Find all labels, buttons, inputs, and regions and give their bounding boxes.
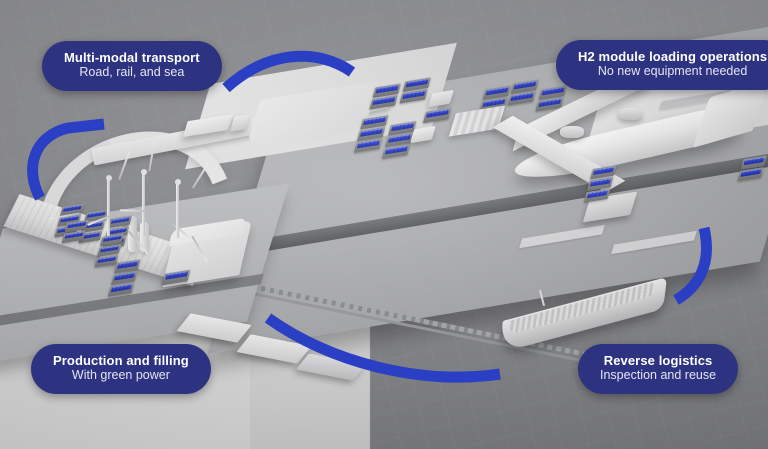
badge-reverse-logistics[interactable]: Reverse logistics Inspection and reuse (578, 344, 739, 394)
badge-subtitle: Road, rail, and sea (79, 65, 185, 80)
arrow-airport-to-ship (673, 226, 712, 305)
aircraft-engine (618, 108, 642, 120)
badge-title: H2 module loading operations (578, 49, 768, 64)
badge-title: Production and filling (53, 353, 189, 368)
wind-turbine (86, 141, 193, 241)
badge-subtitle: Inspection and reuse (600, 368, 717, 383)
arrow-production-to-transport (27, 118, 105, 201)
wind-turbine (119, 162, 210, 263)
storage-silo (140, 222, 149, 252)
wind-turbine (49, 151, 148, 255)
badge-subtitle: With green power (71, 368, 170, 383)
turbine-hub (140, 169, 147, 175)
arrow-transport-to-airport (222, 50, 356, 93)
arrow-ship-to-production (264, 313, 501, 383)
badge-production-and-filling[interactable]: Production and filling With green power (31, 344, 211, 394)
badge-title: Reverse logistics (603, 353, 713, 368)
badge-h2-module-loading-operations[interactable]: H2 module loading operations No new equi… (556, 40, 768, 90)
badge-subtitle: No new equipment needed (597, 64, 748, 79)
turbine-hub (105, 175, 112, 181)
turbine-hub (174, 179, 181, 185)
aircraft-engine (560, 126, 584, 138)
badge-multi-modal-transport[interactable]: Multi-modal transport Road, rail, and se… (42, 41, 222, 91)
badge-title: Multi-modal transport (64, 50, 200, 65)
